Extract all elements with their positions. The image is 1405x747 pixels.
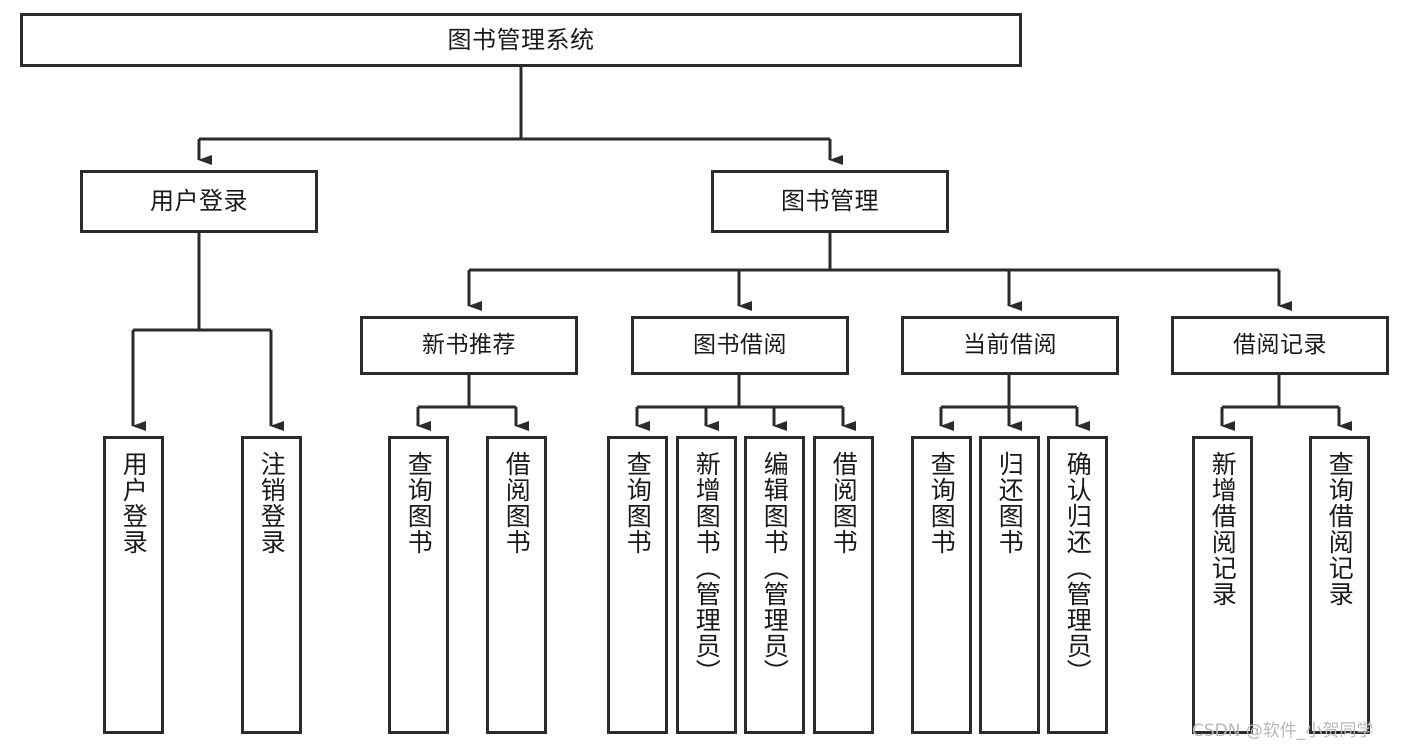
node-new-book-rec-label: 新书推荐 [422, 331, 516, 358]
node-leaf-add-record[interactable]: 新增借阅记录 [1192, 436, 1253, 734]
node-leaf-return-book[interactable]: 归还图书 [979, 436, 1040, 734]
node-leaf-query-record-label: 查询借阅记录 [1325, 451, 1355, 607]
node-book-manage[interactable]: 图书管理 [711, 170, 949, 233]
node-leaf-borrow-book-1[interactable]: 借阅图书 [486, 436, 547, 734]
node-leaf-query-book-3-label: 查询图书 [927, 451, 957, 555]
node-leaf-user-login-label: 用户登录 [119, 451, 149, 555]
node-leaf-borrow-book-2-label: 借阅图书 [829, 451, 859, 555]
node-leaf-query-book-2[interactable]: 查询图书 [607, 436, 668, 734]
node-leaf-add-book[interactable]: 新增图书（管理员） [676, 436, 737, 734]
node-leaf-query-book-1-label: 查询图书 [404, 451, 434, 555]
node-user-login[interactable]: 用户登录 [80, 170, 318, 233]
node-root-label: 图书管理系统 [447, 25, 595, 54]
node-leaf-logout-label: 注销登录 [257, 451, 287, 555]
node-leaf-confirm-return[interactable]: 确认归还（管理员） [1047, 436, 1108, 734]
node-leaf-add-book-label: 新增图书（管理员） [692, 451, 722, 685]
node-leaf-borrow-book-2[interactable]: 借阅图书 [813, 436, 874, 734]
node-current-borrow-label: 当前借阅 [963, 331, 1057, 358]
node-book-manage-label: 图书管理 [781, 187, 879, 216]
node-new-book-rec[interactable]: 新书推荐 [360, 316, 578, 375]
node-leaf-query-book-2-label: 查询图书 [623, 451, 653, 555]
node-leaf-confirm-return-label: 确认归还（管理员） [1063, 451, 1093, 685]
node-user-login-label: 用户登录 [150, 187, 248, 216]
node-borrow-record[interactable]: 借阅记录 [1171, 316, 1389, 375]
node-root[interactable]: 图书管理系统 [20, 13, 1022, 67]
node-leaf-query-book-1[interactable]: 查询图书 [388, 436, 449, 734]
node-leaf-edit-book[interactable]: 编辑图书（管理员） [744, 436, 805, 734]
node-leaf-user-login[interactable]: 用户登录 [103, 436, 164, 734]
node-book-borrow-label: 图书借阅 [693, 331, 787, 358]
node-current-borrow[interactable]: 当前借阅 [901, 316, 1119, 375]
node-leaf-borrow-book-1-label: 借阅图书 [502, 451, 532, 555]
node-leaf-logout[interactable]: 注销登录 [241, 436, 302, 734]
node-borrow-record-label: 借阅记录 [1233, 331, 1327, 358]
node-book-borrow[interactable]: 图书借阅 [631, 316, 849, 375]
node-leaf-edit-book-label: 编辑图书（管理员） [760, 451, 790, 685]
csdn-watermark: CSDN @软件_小贺同学 [1192, 721, 1374, 741]
node-leaf-return-book-label: 归还图书 [995, 451, 1025, 555]
node-leaf-query-record[interactable]: 查询借阅记录 [1309, 436, 1370, 734]
node-leaf-query-book-3[interactable]: 查询图书 [911, 436, 972, 734]
node-leaf-add-record-label: 新增借阅记录 [1208, 451, 1238, 607]
